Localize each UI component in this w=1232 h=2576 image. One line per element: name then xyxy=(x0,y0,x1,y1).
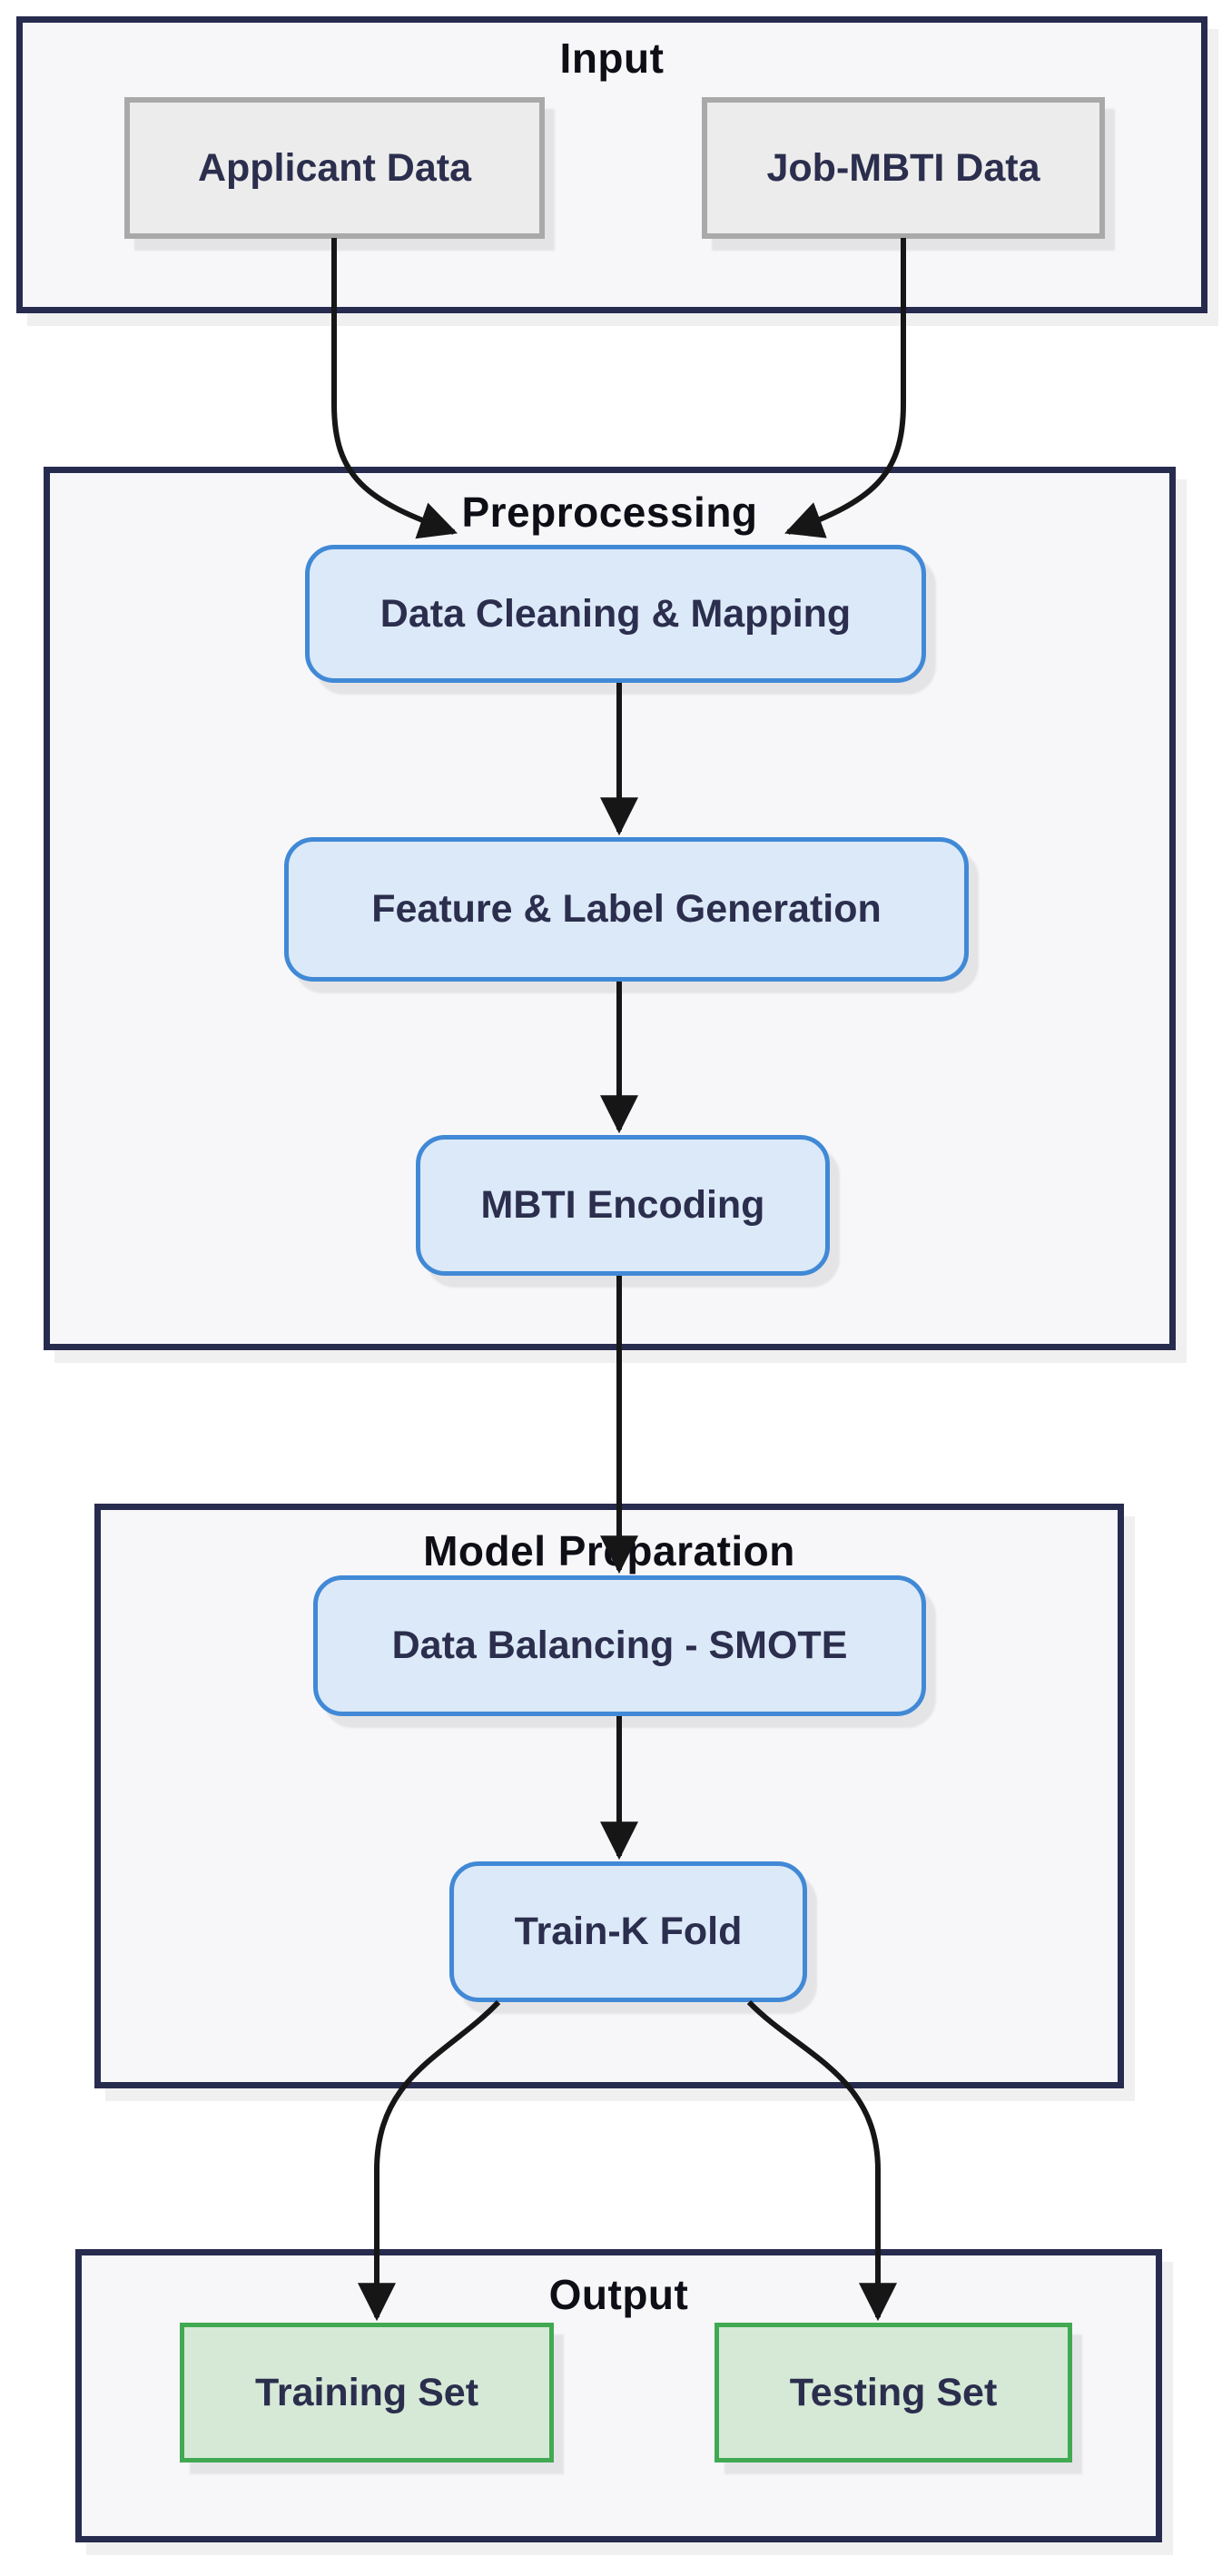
node-feature-label-generation-label: Feature & Label Generation xyxy=(371,887,882,931)
node-data-cleaning-mapping: Data Cleaning & Mapping xyxy=(305,545,926,683)
node-testing-set-label: Testing Set xyxy=(789,2370,998,2414)
node-applicant-data: Applicant Data xyxy=(124,97,545,239)
node-data-cleaning-mapping-label: Data Cleaning & Mapping xyxy=(379,591,852,636)
group-output-title: Output xyxy=(548,2271,689,2318)
node-data-balancing-smote-label: Data Balancing - SMOTE xyxy=(391,1624,848,1667)
node-applicant-data-label: Applicant Data xyxy=(197,145,472,190)
node-training-set-label: Training Set xyxy=(254,2370,479,2414)
node-train-k-fold: Train-K Fold xyxy=(449,1861,807,2002)
group-preprocessing-title: Preprocessing xyxy=(461,489,758,536)
node-data-balancing-smote: Data Balancing - SMOTE xyxy=(313,1575,926,1716)
node-job-mbti-data: Job-MBTI Data xyxy=(702,97,1105,239)
node-mbti-encoding-label: MBTI Encoding xyxy=(480,1183,765,1227)
node-testing-set: Testing Set xyxy=(715,2323,1072,2462)
node-feature-label-generation: Feature & Label Generation xyxy=(284,837,969,982)
group-model-preparation-title: Model Preparation xyxy=(423,1527,795,1574)
group-input-title: Input xyxy=(559,35,665,82)
node-training-set: Training Set xyxy=(180,2323,554,2462)
node-train-k-fold-label: Train-K Fold xyxy=(514,1910,743,1953)
node-job-mbti-data-label: Job-MBTI Data xyxy=(766,145,1040,190)
node-mbti-encoding: MBTI Encoding xyxy=(416,1135,830,1276)
